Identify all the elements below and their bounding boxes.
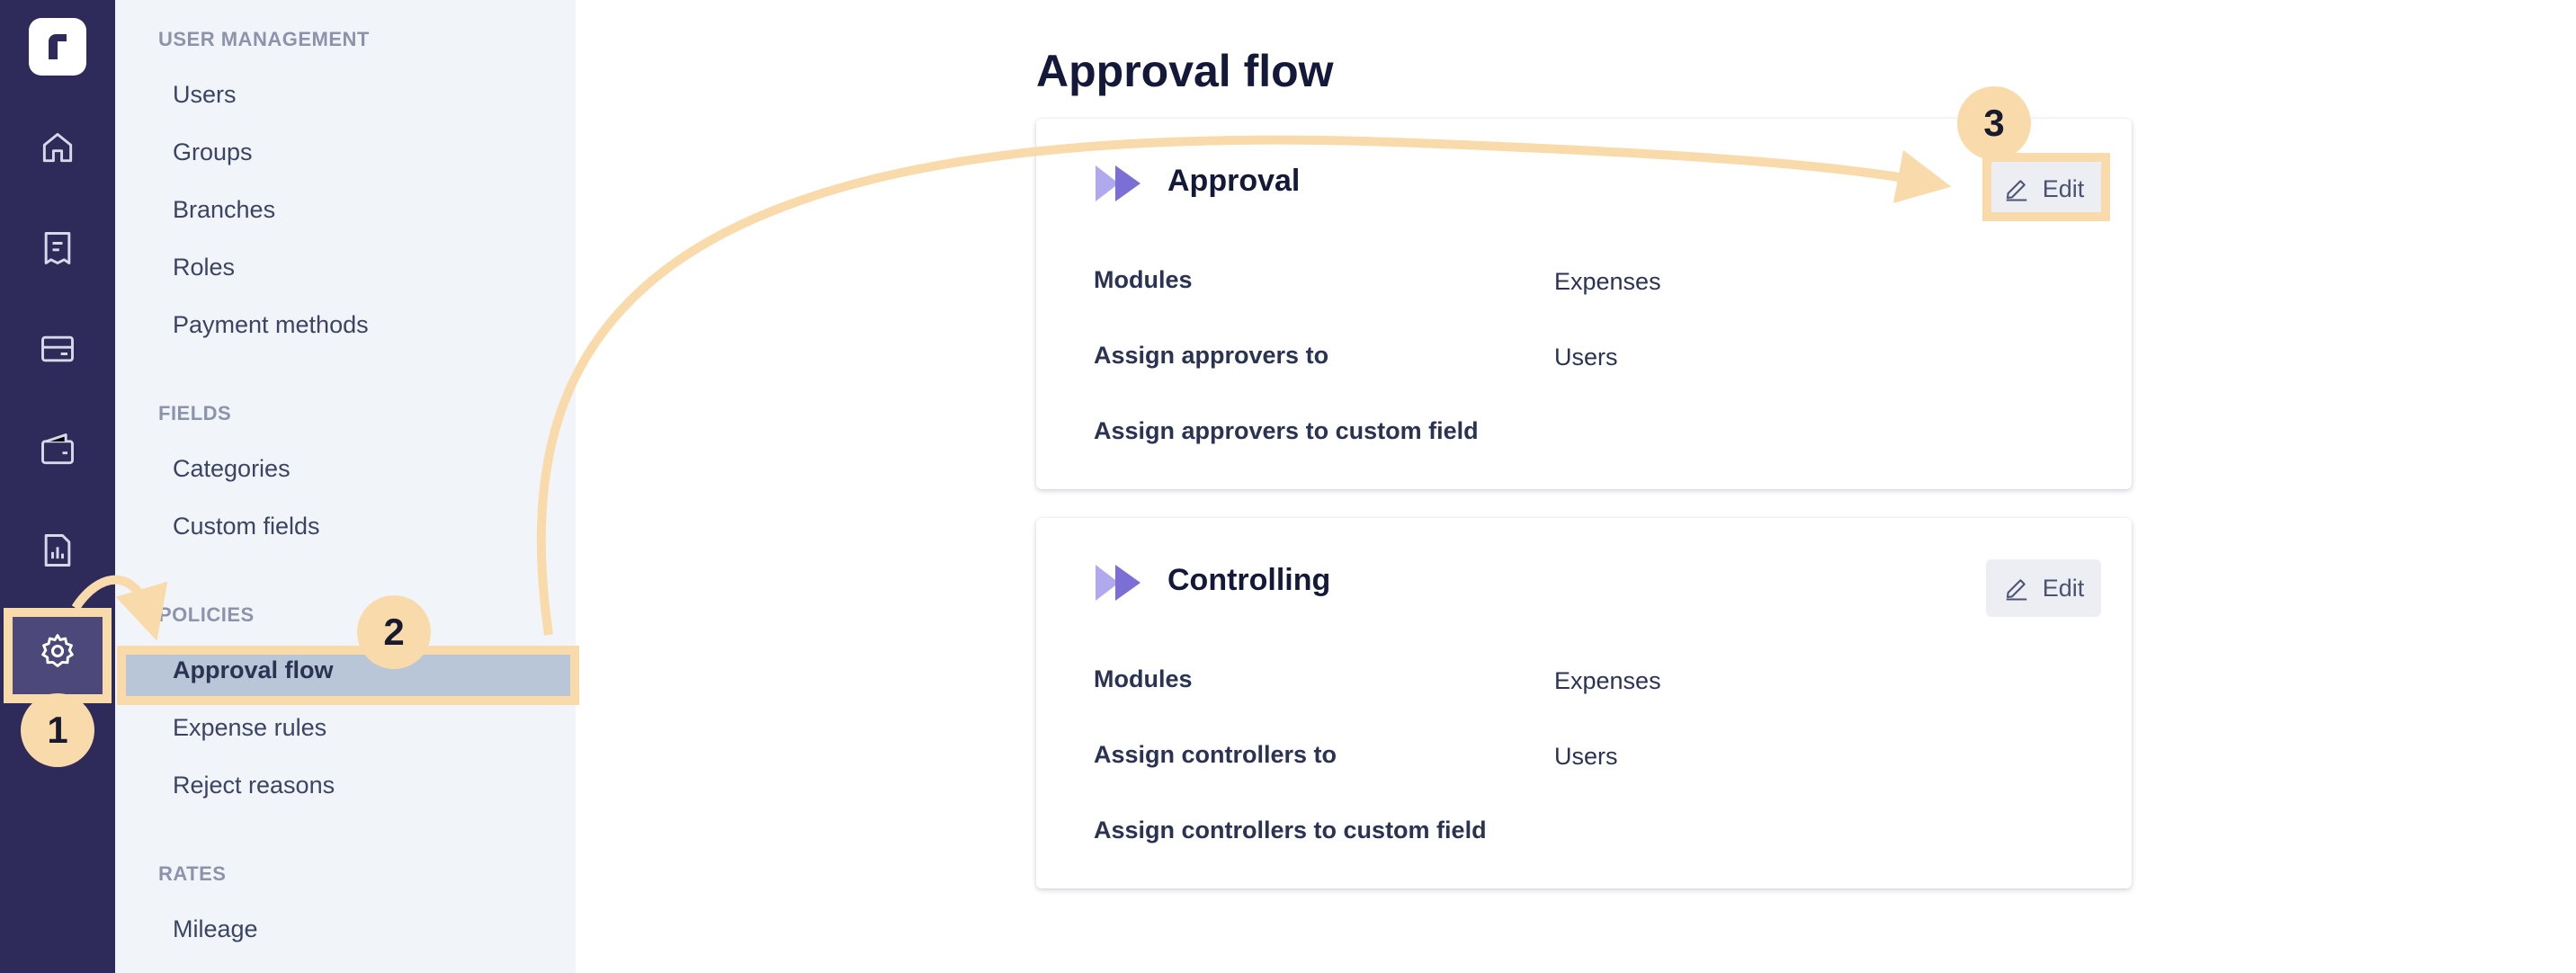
sidebar-item-mileage[interactable]: Mileage	[173, 915, 258, 942]
step-badge-2: 2	[357, 595, 431, 669]
app-logo[interactable]	[29, 18, 86, 76]
section-title-fields: FIELDS	[158, 402, 232, 424]
row-label: Assign controllers to	[1094, 741, 1337, 768]
row-label: Assign approvers to	[1094, 342, 1329, 369]
card-icon	[41, 335, 74, 362]
approval-card: Approval Edit Modules Expenses Assign ap…	[1036, 119, 2132, 489]
row-value: Expenses	[1554, 268, 1661, 295]
rail-item-reports[interactable]	[29, 522, 86, 579]
logo-icon	[49, 34, 67, 59]
icon-rail	[0, 0, 115, 973]
row-label: Modules	[1094, 665, 1193, 692]
home-icon	[42, 132, 73, 163]
gear-icon	[41, 634, 74, 667]
sidebar-item-custom-fields[interactable]: Custom fields	[173, 513, 320, 540]
rail-item-wallet[interactable]	[29, 421, 86, 478]
highlight-box-edit	[1982, 153, 2110, 221]
sidebar-item-approval-flow[interactable]: Approval flow	[173, 656, 334, 683]
row-value: Users	[1554, 344, 1618, 370]
sidebar-item-roles[interactable]: Roles	[173, 254, 236, 281]
pencil-icon	[2006, 180, 2026, 201]
rail-item-settings[interactable]	[29, 622, 86, 680]
fast-forward-icon	[1096, 565, 1140, 601]
edit-button-label: Edit	[2042, 574, 2085, 602]
receipt-icon	[44, 232, 71, 264]
sidebar-item-users[interactable]: Users	[173, 81, 237, 108]
edit-button[interactable]: Edit	[1986, 559, 2101, 617]
row-label: Modules	[1094, 266, 1193, 293]
rail-item-home[interactable]	[29, 119, 86, 176]
step-badge-1: 1	[21, 693, 94, 767]
edit-button-label: Edit	[2042, 174, 2085, 202]
sidebar-item-groups[interactable]: Groups	[173, 138, 253, 165]
pencil-icon	[2006, 579, 2026, 601]
sidebar-item-payment-methods[interactable]: Payment methods	[173, 311, 369, 338]
rail-item-cards[interactable]	[29, 320, 86, 378]
wallet-icon	[41, 433, 74, 465]
settings-sidebar	[115, 0, 576, 973]
page-title: Approval flow	[1036, 46, 1334, 96]
section-title-rates: RATES	[158, 862, 227, 885]
sidebar-item-expense-rules[interactable]: Expense rules	[173, 714, 327, 741]
step-badge-3: 3	[1957, 86, 2031, 160]
row-label: Assign approvers to custom field	[1094, 417, 1479, 444]
section-title-user-management: USER MANAGEMENT	[158, 28, 370, 50]
rail-item-receipts[interactable]	[29, 219, 86, 277]
row-label: Assign controllers to custom field	[1094, 817, 1487, 844]
highlight-box-approval-flow	[117, 646, 579, 705]
card-title: Approval	[1167, 164, 1301, 198]
card-title: Controlling	[1167, 563, 1331, 597]
edit-button[interactable]: Edit	[1986, 160, 2101, 218]
sidebar-active-highlight	[121, 649, 572, 700]
fast-forward-icon	[1096, 165, 1140, 201]
highlight-box-settings	[4, 608, 112, 703]
row-value: Users	[1554, 743, 1618, 770]
sidebar-item-categories[interactable]: Categories	[173, 455, 291, 482]
sidebar-item-branches[interactable]: Branches	[173, 196, 276, 223]
report-icon	[44, 534, 71, 567]
controlling-card: Controlling Edit Modules Expenses Assign…	[1036, 518, 2132, 888]
row-value: Expenses	[1554, 667, 1661, 694]
section-title-policies: POLICIES	[158, 603, 255, 626]
sidebar-item-reject-reasons[interactable]: Reject reasons	[173, 772, 335, 799]
